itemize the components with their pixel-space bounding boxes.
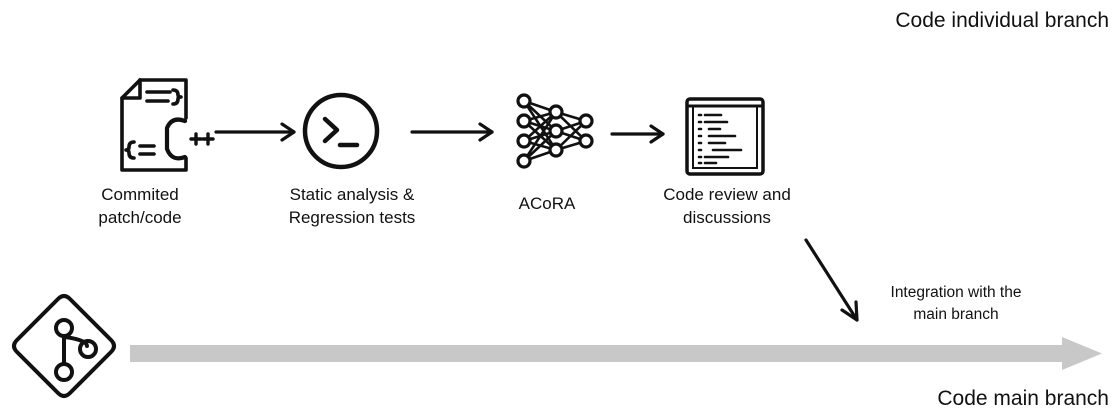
- step-label-static-analysis-line2: Regression tests: [288, 208, 416, 227]
- step-label-static-analysis-line1: Static analysis &: [289, 185, 415, 204]
- individual-branch-title: Code individual branch: [895, 9, 1109, 32]
- integration-label: Integration with the main branch: [891, 282, 1022, 326]
- flow-arrow-1: [214, 122, 296, 142]
- main-branch-title: Code main branch: [937, 387, 1109, 410]
- step-label-code-review: Code review and discussions: [663, 183, 791, 229]
- flow-arrow-2: [410, 122, 494, 142]
- code-window-icon: [685, 97, 765, 176]
- integration-label-line1: Integration with the: [890, 284, 1022, 301]
- integration-arrow: [804, 238, 859, 322]
- step-label-acora: ACoRA: [519, 192, 576, 215]
- step-label-static-analysis: Static analysis & Regression tests: [289, 183, 416, 229]
- cpp-file-icon: [120, 78, 215, 172]
- step-label-code-review-line2: discussions: [683, 208, 771, 227]
- step-label-commit-line2: patch/code: [98, 208, 182, 227]
- neural-network-icon: [516, 93, 594, 169]
- step-label-commit-line1: Commited: [101, 185, 179, 204]
- git-branch-icon: [12, 294, 116, 398]
- step-label-commit: Commited patch/code: [98, 183, 181, 229]
- main-branch-arrow: [130, 337, 1102, 370]
- integration-label-line2: main branch: [913, 306, 999, 323]
- step-label-acora-line1: ACoRA: [518, 194, 576, 213]
- flow-arrow-3: [610, 124, 665, 144]
- terminal-icon: [302, 92, 380, 170]
- step-label-code-review-line1: Code review and: [663, 185, 791, 204]
